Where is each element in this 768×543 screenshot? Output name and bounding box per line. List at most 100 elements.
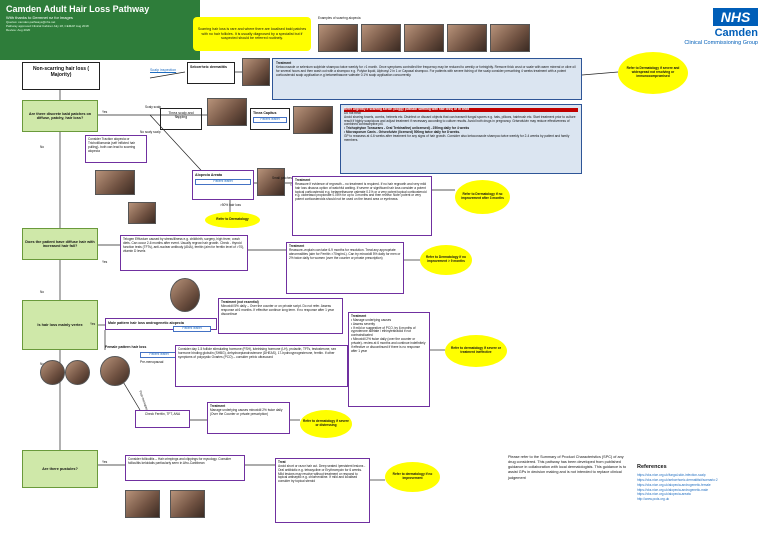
telogen-treatment-title: Treatment (289, 244, 305, 248)
traction-photo-2 (128, 202, 156, 224)
tinea-box: Tinea Capitus Patient leaflet (250, 108, 290, 130)
male-treatment-text: Minoxidil 5% daily – Over the counter or… (221, 303, 334, 316)
telogen-box: Telogen Effluvium caused by stress/illne… (120, 235, 248, 271)
reference-link[interactable]: https://cks.nice.org.uk/alopecia-androge… (637, 487, 709, 492)
female-check-box: Consider day 1-5 follicle stimulating ho… (175, 345, 348, 387)
tinea-text: Avoid sharing towels, combs, helmets etc… (344, 114, 576, 127)
scarring-photo-3 (404, 24, 444, 52)
ccg-logo-text: Clinical Commissioning Group (684, 40, 758, 46)
scalp-inspection-link[interactable]: Scalp inspection (150, 68, 177, 72)
female-treatment-item-3: • If mild or suggestive of PCO, try 6 mo… (351, 325, 416, 338)
female-treatment-item-1: • Manage underlying causes (351, 317, 392, 322)
header-contact: Queries: camden.pathways@nhs.net (6, 20, 56, 24)
foll-treatment-text: Avoid short or razor hair cut. Deep seat… (278, 463, 366, 484)
scarring-photo-2 (361, 24, 401, 52)
pct2-label: >50% hair loss (220, 203, 241, 207)
female-pattern-label: Female pattern hair loss (105, 345, 147, 349)
refer-derm-severe: Refer to Dermatology if severe and wides… (618, 52, 688, 94)
aa-treatment-title: Treatment (295, 178, 311, 182)
foll-photo-1 (125, 490, 160, 518)
scarring-photo-4 (447, 24, 487, 52)
page-title: Camden Adult Hair Loss Pathway (6, 4, 150, 14)
foll-photo-2 (170, 490, 205, 518)
reference-link[interactable]: https://cks.nice.org.uk/fungal-skin-infe… (637, 473, 706, 478)
refer-derm-female: Refer to dermatology If severe or treatm… (445, 335, 507, 367)
q1-yes-label: Yes (102, 110, 108, 114)
tinea-sub: Do not treat (344, 110, 361, 115)
tinea-text-2: GP to reassess at 4-6 weeks after treatm… (344, 133, 570, 142)
male-treatment: Treatment (not essential) Minoxidil 5% d… (218, 298, 343, 334)
reference-link[interactable]: https://cks.nice.org.uk/alopecia-areata (637, 492, 691, 497)
tinea-label: Tinea Capitus (253, 111, 277, 115)
references-title: References (637, 464, 667, 470)
small-patches-label: Small patches of hair loss (272, 176, 309, 180)
tinea-photo-1 (207, 98, 247, 126)
male-patient-leaflet[interactable]: Patient leaflet (173, 326, 211, 332)
scarring-note: Scarring hair loss is rare and where the… (193, 17, 311, 51)
foll-treatment: Treat Avoid short or razor hair cut. Dee… (275, 458, 370, 523)
tinea-patient-leaflet[interactable]: Patient leaflet (253, 117, 287, 124)
seborrheic-photo (242, 58, 270, 86)
seb-treatment-title: Treatment (276, 61, 292, 65)
aa-photo (257, 168, 285, 196)
female-treatment-item-2: • Assess severity (351, 321, 375, 326)
refer-derm-aa: Refer to Dermatology if no improvement a… (455, 180, 510, 214)
header-review: Review: Aug 2020 (6, 28, 31, 32)
check-ferritin-box: Check Ferritin, TFT, ANA (135, 410, 190, 428)
tinea-urgent: Refer urgently if scarring kerion (boggy… (344, 107, 578, 112)
q3-yes-label: Yes (90, 322, 96, 326)
q4-yes-label: Yes (102, 460, 108, 464)
female-treatment-title: Treatment (351, 314, 367, 318)
references: References https://cks.nice.org.uk/funga… (637, 463, 762, 502)
female-patient-leaflet[interactable]: Patient leaflet (140, 352, 178, 358)
reference-link[interactable]: http://www.pcds.org.uk (637, 497, 670, 502)
scarring-examples-label: Examples of scarring alopecia (318, 16, 361, 20)
refer-derm-aa-plain: Refer to Dermatology (205, 212, 260, 228)
pm-treatment-title: Treatment (210, 404, 226, 408)
disclaimer: Please refer to the Summary of Product C… (508, 455, 627, 480)
q-mainly-vertex: Is hair loss mainly vertex (22, 300, 98, 350)
alopecia-areata-box: Alopecia Areata Patient leaflet (192, 170, 254, 200)
scarring-photo-1 (318, 24, 358, 52)
female-photo (100, 356, 130, 386)
tinea-flaking-box: Tinea scalp and flapping (160, 108, 202, 130)
telogen-photo (170, 278, 200, 312)
traction-photo-1 (95, 170, 135, 195)
traction-box: Consider Traction alopecia or Trichotill… (85, 135, 147, 163)
page-subtitle: With thanks to Dermnet nz for images (6, 15, 73, 20)
header-approval: Pathway approved Clinical Cabinet July 1… (6, 24, 89, 28)
telogen-treatment-text: Reassure–explain can take 6-9 months for… (289, 247, 401, 260)
pm-treatment-text: Manage underlying causes minoxidil 2% tw… (210, 407, 283, 416)
q-discrete-bald-patches: Are there discrete bald patches on diffu… (22, 100, 98, 132)
foll-treatment-title: Treat (278, 460, 286, 464)
pm-treatment: Treatment Manage underlying causes minox… (207, 402, 290, 434)
tinea-bullet-1: • Trichophyton Tonsurans - Oral Terbinaf… (344, 126, 470, 131)
tinea-photo-2 (293, 106, 333, 134)
q2-yes-label: Yes (102, 260, 108, 264)
female-treatment: Treatment • Manage underlying causes • A… (348, 312, 430, 407)
refer-derm-foll: Refer to dermatology if no improvement (385, 462, 440, 492)
male-treatment-title: Treatment (not essential) (221, 300, 259, 304)
scaly-label: Scaly scalp (145, 105, 162, 109)
q1-no-label: No (40, 145, 45, 149)
seborrheic-treatment: Treatment Ketoconazole or selenium sulph… (272, 58, 582, 100)
telogen-treatment: Treatment Reassure–explain can take 6-9 … (286, 242, 404, 294)
refer-derm-telogen: Refer to Dermatology if no improvement >… (420, 245, 472, 275)
nhs-logo: NHS (713, 8, 758, 26)
header-banner: Camden Adult Hair Loss Pathway With than… (0, 0, 200, 60)
q-diffuse-hair-fall: Does the patient have diffuse hair with … (22, 228, 98, 260)
seb-treatment-text: Ketoconazole or selenium sulphide shampo… (276, 64, 576, 77)
male-photo-2 (65, 360, 90, 385)
tinea-treatment: Refer urgently if scarring kerion (boggy… (340, 104, 582, 174)
scarring-photo-5 (490, 24, 530, 52)
aa-treatment-text: Reassure if evidence of regrowth – no tr… (295, 181, 427, 202)
camden-logo-text: Camden (714, 27, 758, 39)
q-pustules: Are there pustules? (22, 450, 98, 488)
aa-treatment: Treatment Reassure if evidence of regrow… (292, 176, 432, 236)
seborrheic-box: Seborrheic dermatitis (187, 62, 235, 84)
reference-link[interactable]: https://cks.nice.org.uk/alopecia-androge… (637, 482, 711, 487)
tinea-bullet-2: • Microsporum Canis - Griseofulvin (lice… (344, 130, 461, 135)
reference-link[interactable]: https://cks.nice.org.uk/seborrhoeic-derm… (637, 478, 718, 483)
male-photo-1 (40, 360, 65, 385)
aa-patient-leaflet[interactable]: Patient leaflet (195, 179, 251, 186)
